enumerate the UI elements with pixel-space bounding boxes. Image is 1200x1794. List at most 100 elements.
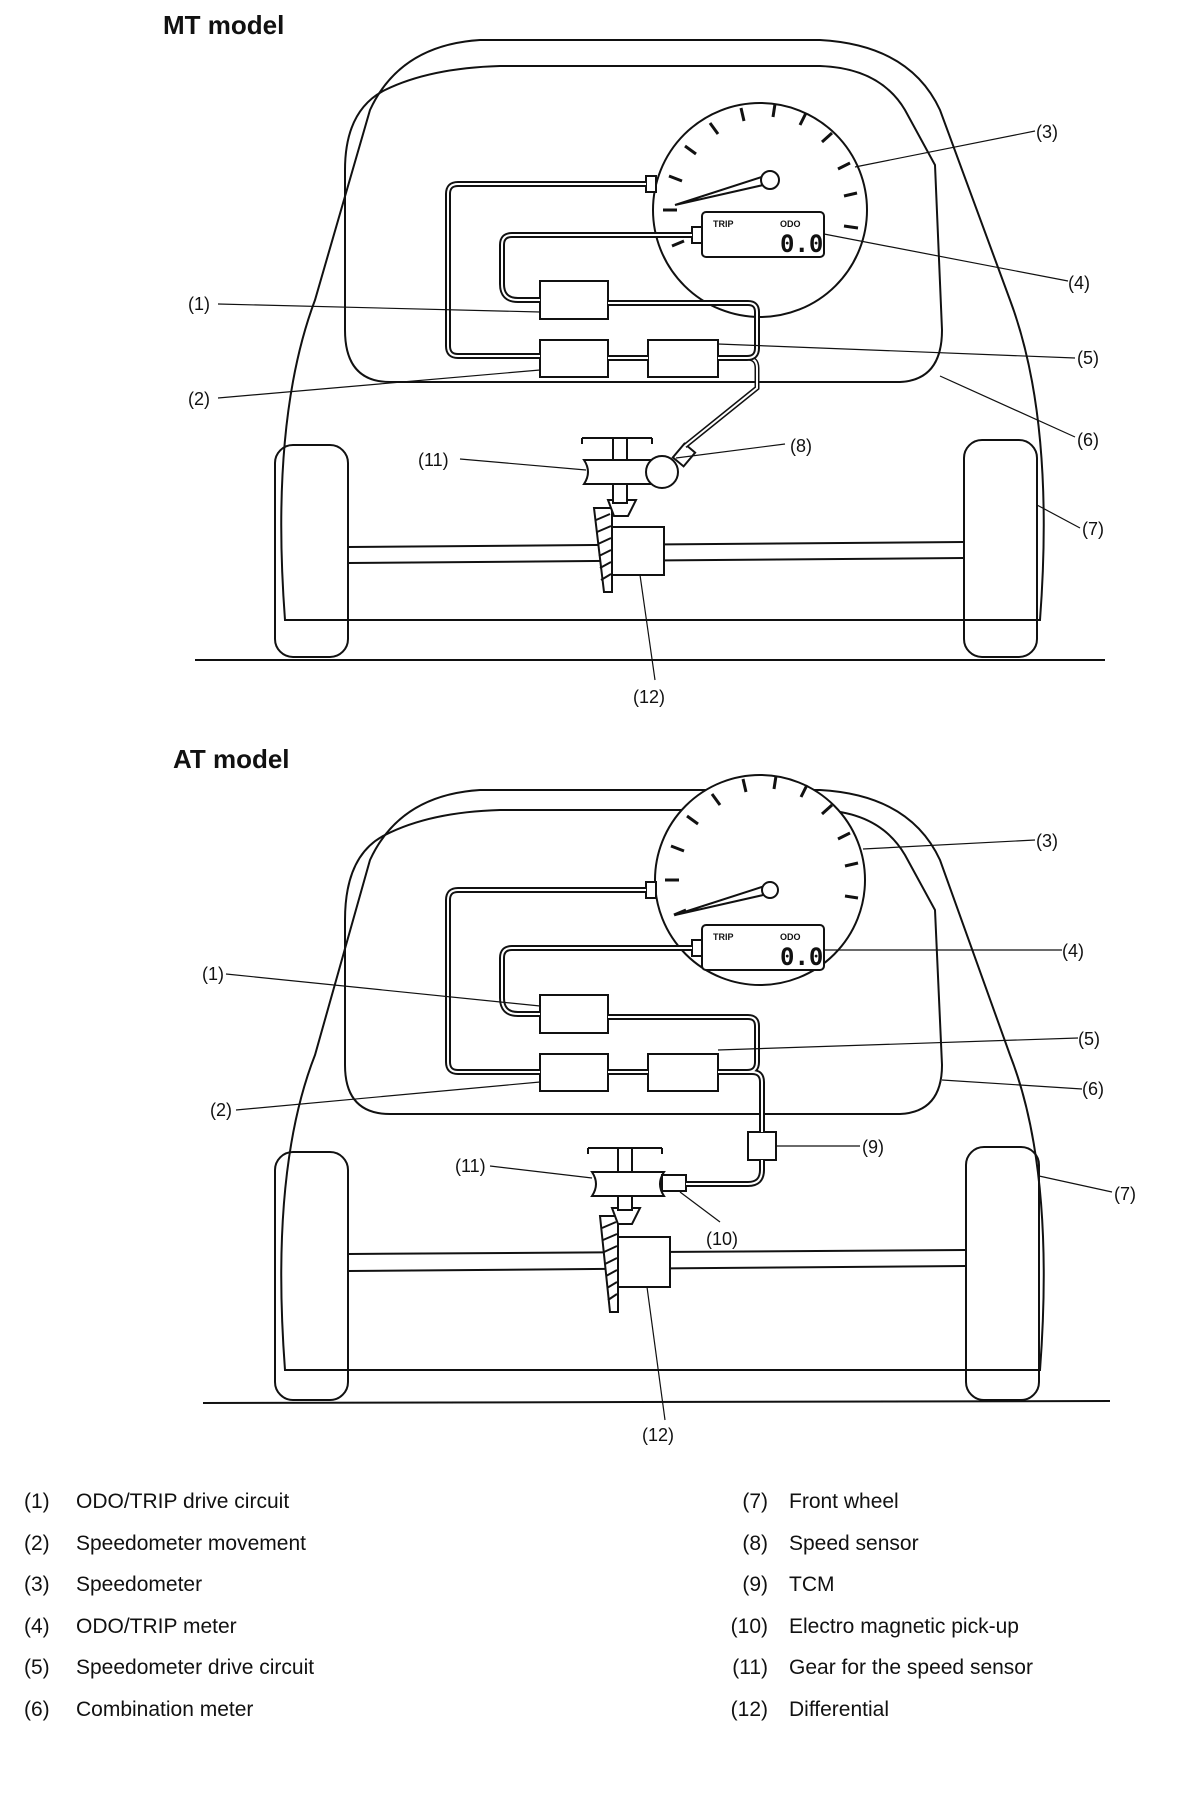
- callout-4: (4): [1068, 273, 1090, 293]
- legend-number: (4): [24, 1614, 50, 1638]
- legend-text: Speedometer movement: [76, 1531, 306, 1555]
- trip-label: TRIP: [713, 219, 734, 229]
- legend-item: (2) Speedometer movement: [24, 1532, 584, 1574]
- ground-line: [202, 1400, 1111, 1404]
- left-front-wheel: [274, 1151, 349, 1401]
- odo-trip-drive-circuit-box: [539, 280, 609, 320]
- mt-model-diagram: TRIP ODO 0.0 (1) (2) (: [188, 39, 1105, 707]
- odo-trip-drive-circuit-box: [539, 994, 609, 1034]
- needle-pivot: [760, 170, 780, 190]
- combination-meter-panel: [344, 65, 944, 383]
- legend-text: ODO/TRIP meter: [76, 1614, 237, 1638]
- legend-text: ODO/TRIP drive circuit: [76, 1490, 290, 1513]
- legend-number: (3): [24, 1573, 50, 1596]
- odo-label: ODO: [780, 219, 801, 229]
- left-front-wheel: [274, 444, 349, 658]
- legend-number: (5): [24, 1656, 50, 1679]
- callout-1: (1): [202, 964, 224, 984]
- legend-item: (10) Electro magnetic pick-up: [722, 1615, 1192, 1657]
- legend-text: Combination meter: [76, 1697, 254, 1721]
- legend-text: Electro magnetic pick-up: [789, 1614, 1019, 1638]
- speedometer-connector: [645, 881, 657, 899]
- legend-text: Speedometer drive circuit: [76, 1656, 315, 1679]
- callout-8: (8): [790, 436, 812, 456]
- callout-11: (11): [418, 450, 449, 470]
- callout-5: (5): [1077, 348, 1099, 368]
- legend-number: (1): [24, 1490, 50, 1513]
- odo-digits: 0.0: [780, 230, 823, 258]
- speedometer-movement-box: [539, 339, 609, 378]
- at-model-title: AT model: [173, 744, 290, 774]
- speedometer-connector: [645, 175, 657, 193]
- speed-sensor-gear: [590, 1171, 666, 1197]
- differential: [611, 526, 665, 576]
- callout-12: (12): [642, 1425, 674, 1445]
- legend-item: (4) ODO/TRIP meter: [24, 1615, 584, 1657]
- callout-4: (4): [1062, 941, 1084, 961]
- callout-7: (7): [1114, 1184, 1136, 1204]
- callout-2: (2): [210, 1100, 232, 1120]
- speedometer-drive-circuit-box: [647, 339, 719, 378]
- leader-lines: [225, 839, 1113, 1421]
- leader-lines: [217, 130, 1081, 681]
- wiring-harness: [445, 181, 760, 361]
- callout-7: (7): [1082, 519, 1104, 539]
- right-front-wheel: [965, 1146, 1040, 1401]
- legend-item: (7) Front wheel: [722, 1490, 1192, 1532]
- speedometer-drive-circuit-box: [647, 1053, 719, 1092]
- legend-text: Differential: [789, 1697, 889, 1721]
- legend-number: (7): [742, 1490, 768, 1513]
- legend-item: (5) Speedometer drive circuit: [24, 1656, 584, 1698]
- legend-item: (8) Speed sensor: [722, 1532, 1192, 1574]
- legend-number: (2): [24, 1531, 50, 1555]
- legend-text: Speed sensor: [789, 1531, 919, 1555]
- legend-number: (12): [730, 1697, 768, 1721]
- ring-gear: [598, 1215, 619, 1313]
- legend-item: (9) TCM: [722, 1573, 1192, 1615]
- legend-item: (6) Combination meter: [24, 1698, 584, 1740]
- mt-model-title: MT model: [163, 10, 285, 40]
- callout-1: (1): [188, 294, 210, 314]
- odo-trip-connector: [691, 939, 703, 957]
- at-model-diagram: TRIP ODO 0.0: [202, 774, 1136, 1445]
- differential: [617, 1236, 671, 1288]
- legend-item: (11) Gear for the speed sensor: [722, 1656, 1192, 1698]
- legend-number: (9): [742, 1573, 768, 1596]
- callout-11: (11): [455, 1156, 486, 1176]
- legend-text: Gear for the speed sensor: [789, 1656, 1033, 1679]
- speed-sensor-gear: [582, 459, 656, 485]
- legend-item: (12) Differential: [722, 1698, 1192, 1740]
- speedometer-ticks: [665, 775, 859, 917]
- legend-left-column: (1) ODO/TRIP drive circuit (2) Speedomet…: [24, 1490, 584, 1739]
- wiring-harness: [445, 887, 765, 1187]
- electro-magnetic-pickup: [661, 1174, 687, 1192]
- callout-2: (2): [188, 389, 210, 409]
- legend-text: TCM: [789, 1573, 835, 1596]
- speedometer-movement-box: [539, 1053, 609, 1092]
- callout-9: (9): [862, 1137, 884, 1157]
- speedometer-dial: [652, 102, 868, 318]
- callout-12: (12): [633, 687, 665, 707]
- callout-6: (6): [1082, 1079, 1104, 1099]
- right-front-wheel: [963, 439, 1038, 658]
- legend-text: Speedometer: [76, 1573, 203, 1596]
- odo-digits: 0.0: [780, 943, 823, 971]
- speedometer-ticks: [663, 103, 859, 248]
- legend-item: (3) Speedometer: [24, 1573, 584, 1615]
- legend-number: (8): [742, 1531, 768, 1555]
- legend-item: (1) ODO/TRIP drive circuit: [24, 1490, 584, 1532]
- tcm-box: [747, 1131, 777, 1161]
- legend-number: (11): [732, 1656, 768, 1679]
- speed-sensor: [645, 455, 679, 489]
- needle-pivot: [761, 881, 779, 899]
- combination-meter-panel: [344, 809, 944, 1115]
- callout-3: (3): [1036, 122, 1058, 142]
- ring-gear: [592, 507, 613, 593]
- callout-3: (3): [1036, 831, 1058, 851]
- odo-trip-connector: [691, 226, 703, 244]
- legend-number: (10): [730, 1614, 768, 1638]
- callout-10: (10): [706, 1229, 738, 1249]
- callout-5: (5): [1078, 1029, 1100, 1049]
- odo-label: ODO: [780, 932, 801, 942]
- legend-right-column: (7) Front wheel (8) Speed sensor (9) TCM…: [722, 1490, 1192, 1739]
